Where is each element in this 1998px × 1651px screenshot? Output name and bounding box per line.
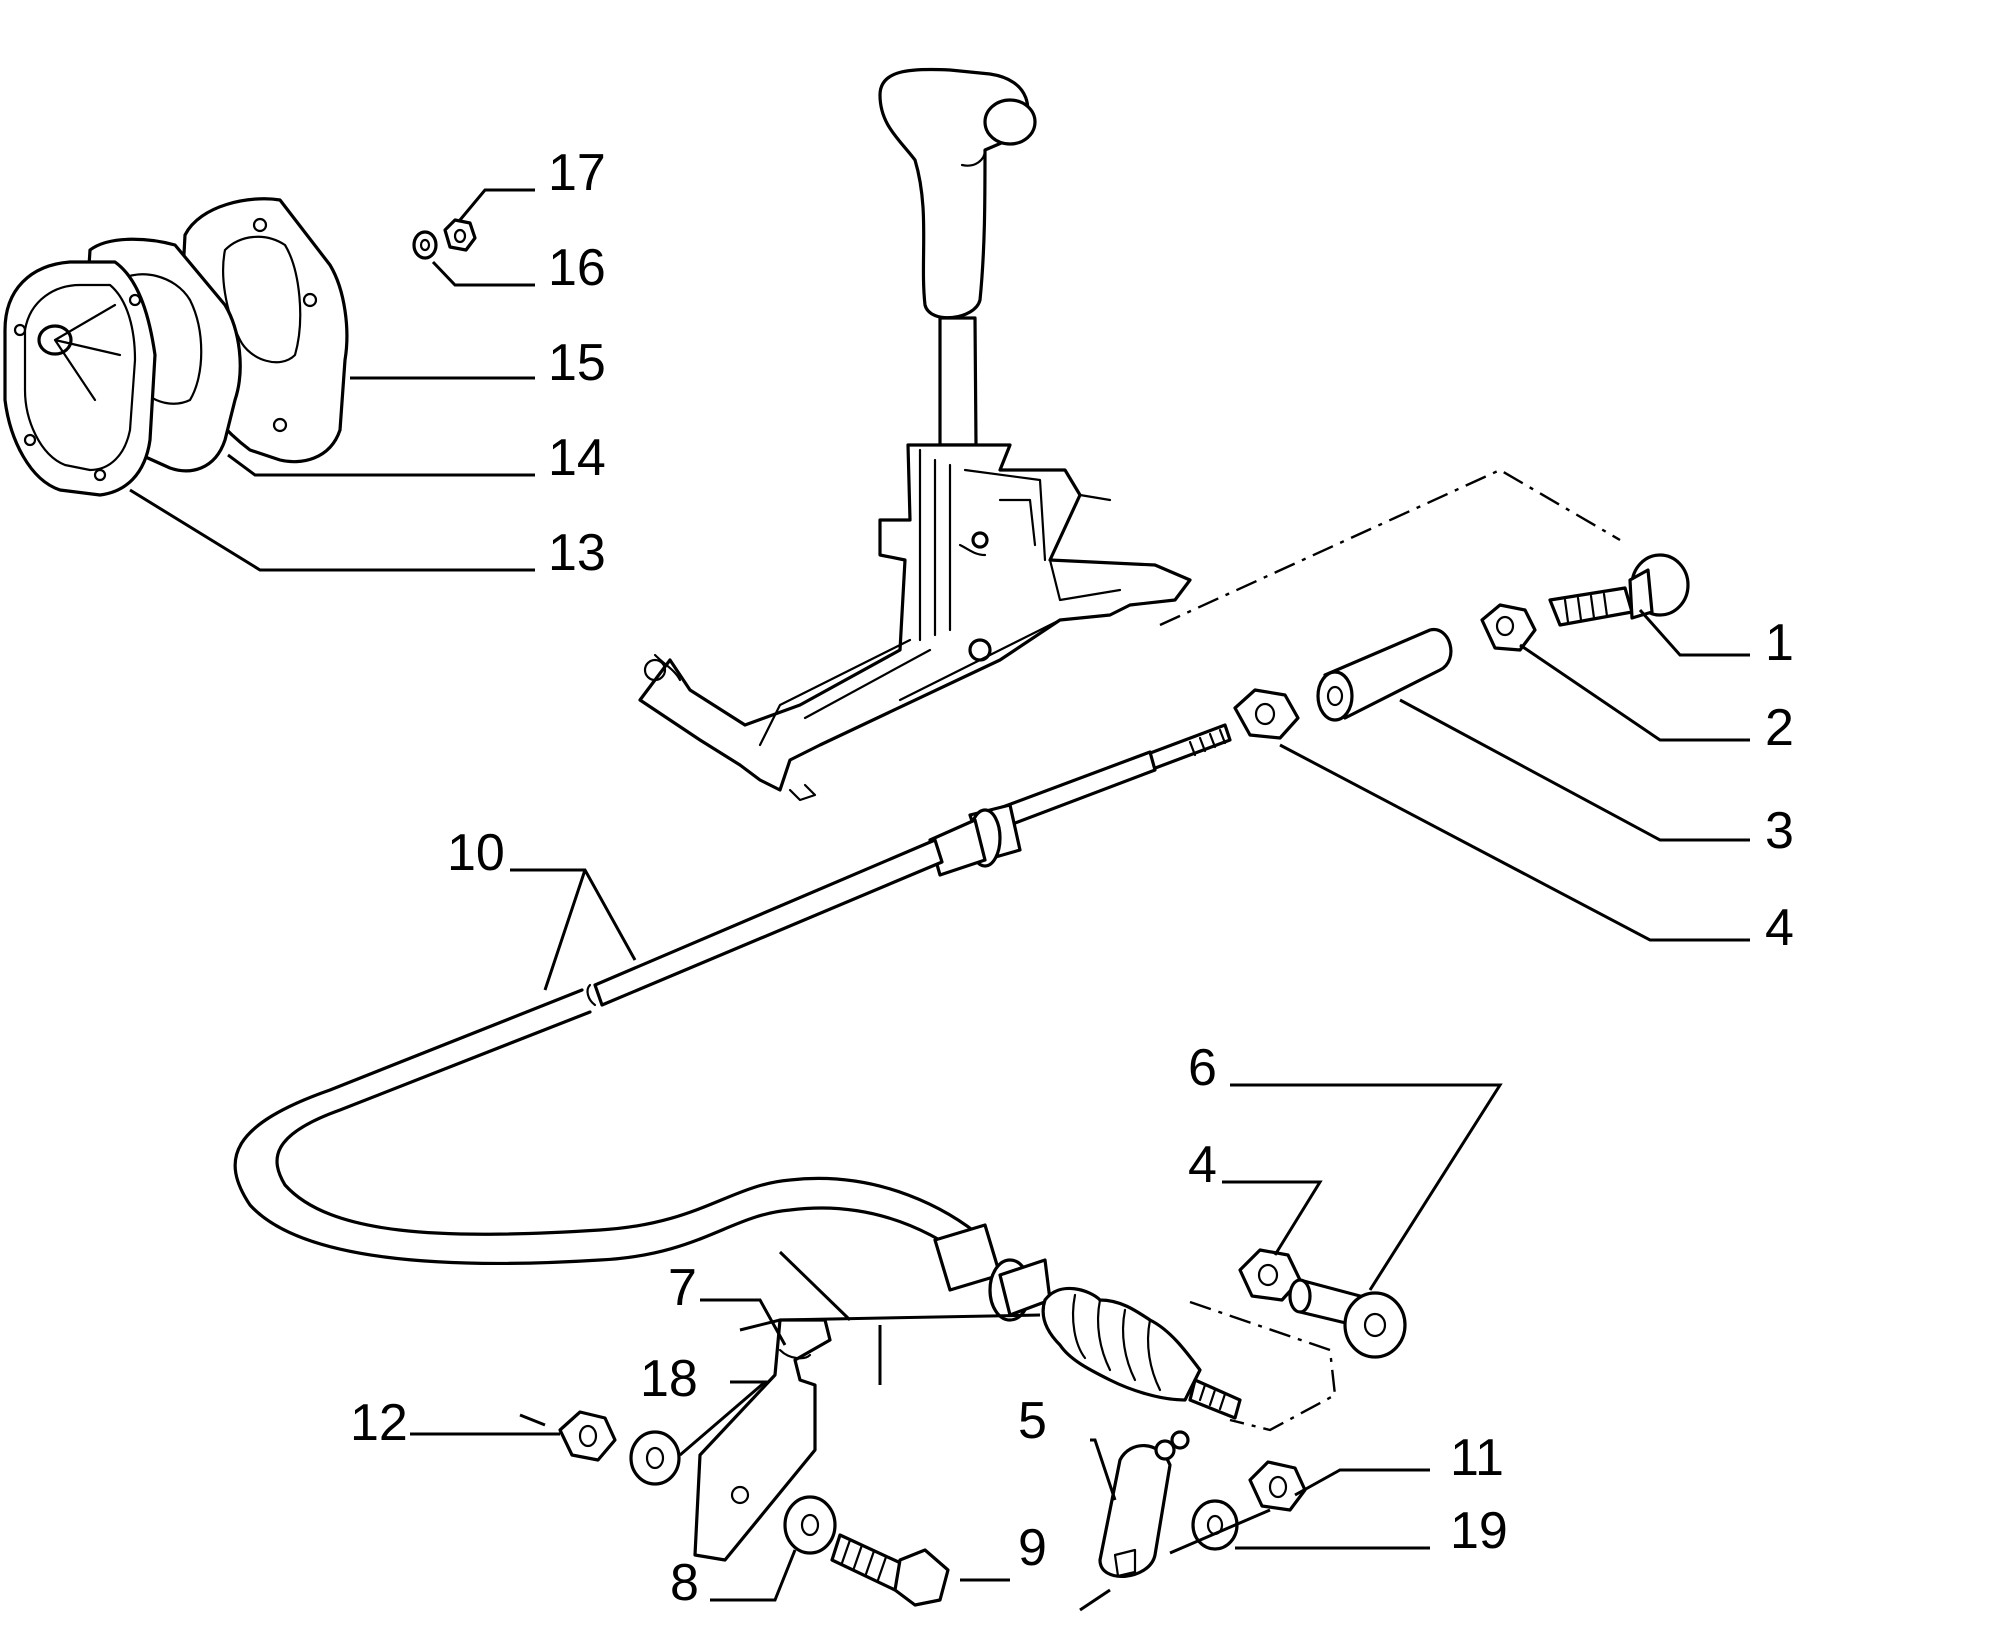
callout-15: 15 xyxy=(548,334,606,392)
part-8-washer xyxy=(783,1495,837,1555)
part-16-washer xyxy=(412,230,438,260)
callout-19: 19 xyxy=(1450,1502,1508,1560)
callout-1: 1 xyxy=(1765,614,1794,672)
part-4-nut-lower xyxy=(1238,1248,1302,1302)
callout-leaders xyxy=(129,188,1750,1612)
part-12-nut xyxy=(558,1410,617,1462)
callout-16: 16 xyxy=(548,239,606,297)
part-11-nut xyxy=(1248,1460,1307,1512)
callout-13: 13 xyxy=(548,524,606,582)
callout-11: 11 xyxy=(1450,1429,1504,1487)
part-9-bolt xyxy=(830,1533,950,1607)
part-13-cover xyxy=(3,260,157,497)
part-3-spacer-sleeve xyxy=(1316,628,1453,722)
callout-4-lower: 4 xyxy=(1188,1136,1217,1194)
callout-17: 17 xyxy=(548,144,606,202)
callout-7: 7 xyxy=(668,1259,697,1317)
callout-14: 14 xyxy=(548,429,606,487)
callout-2: 2 xyxy=(1765,699,1794,757)
part-5-lever-arm xyxy=(1098,1430,1190,1579)
part-1-pivot-bolt xyxy=(1548,553,1690,627)
part-7-bracket xyxy=(693,1318,832,1562)
part-10-shift-cable xyxy=(233,723,1242,1420)
part-17-nut xyxy=(443,218,477,252)
callout-9: 9 xyxy=(1018,1519,1047,1577)
part-18-washer xyxy=(629,1430,681,1486)
callout-18: 18 xyxy=(640,1350,698,1408)
callout-3: 3 xyxy=(1765,802,1794,860)
part-4-nut-upper xyxy=(1233,688,1300,740)
part-2-nut xyxy=(1480,603,1537,652)
callout-8: 8 xyxy=(670,1554,699,1612)
gear-lever-assembly xyxy=(638,67,1192,802)
callout-4-upper: 4 xyxy=(1765,899,1794,957)
callout-6: 6 xyxy=(1188,1039,1217,1097)
part-6-ball-joint xyxy=(1288,1278,1407,1359)
callout-12: 12 xyxy=(350,1394,408,1452)
callout-10: 10 xyxy=(447,824,505,882)
callout-5: 5 xyxy=(1018,1392,1047,1450)
